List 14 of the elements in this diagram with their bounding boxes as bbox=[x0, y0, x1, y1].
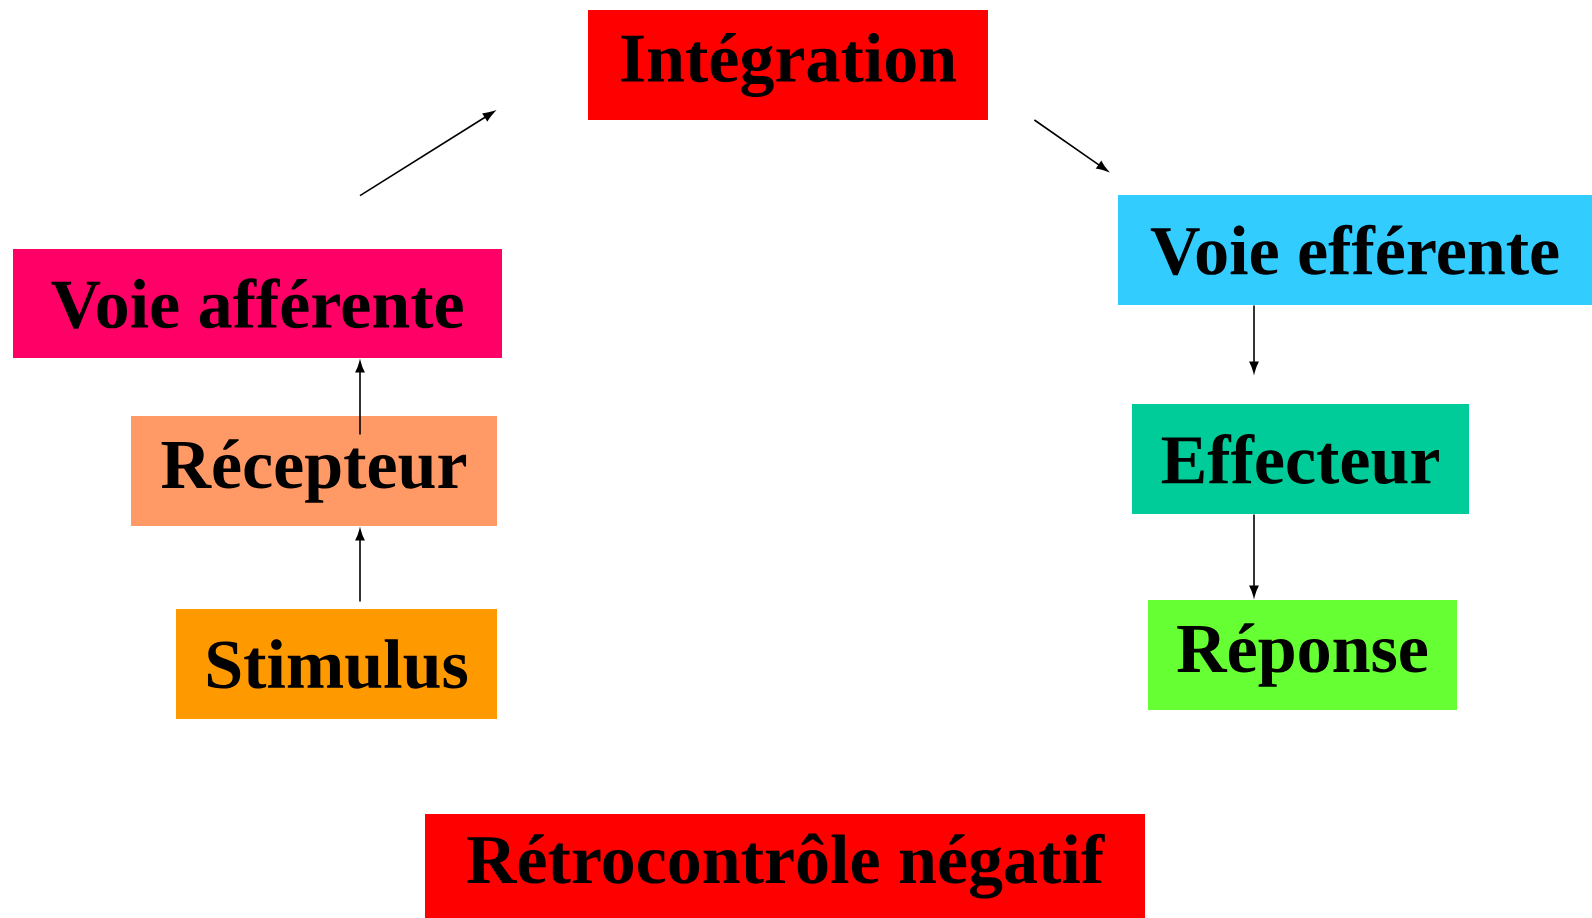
arrow bbox=[355, 361, 365, 436]
label-box: Récepteur bbox=[131, 416, 497, 526]
label-box: Intégration bbox=[588, 10, 988, 120]
label-box: Réponse bbox=[1148, 600, 1457, 710]
label-box: Stimulus bbox=[176, 609, 497, 719]
arrow bbox=[355, 529, 365, 603]
label-box: Voie efférente bbox=[1118, 195, 1592, 305]
arrow bbox=[359, 111, 495, 197]
arrow bbox=[1249, 304, 1259, 373]
arrow bbox=[1249, 513, 1259, 597]
label-box: Voie afférente bbox=[13, 249, 502, 358]
label-box: Rétrocontrôle négatif bbox=[425, 814, 1145, 918]
label-box: Effecteur bbox=[1132, 404, 1469, 514]
arrow bbox=[1033, 119, 1108, 172]
